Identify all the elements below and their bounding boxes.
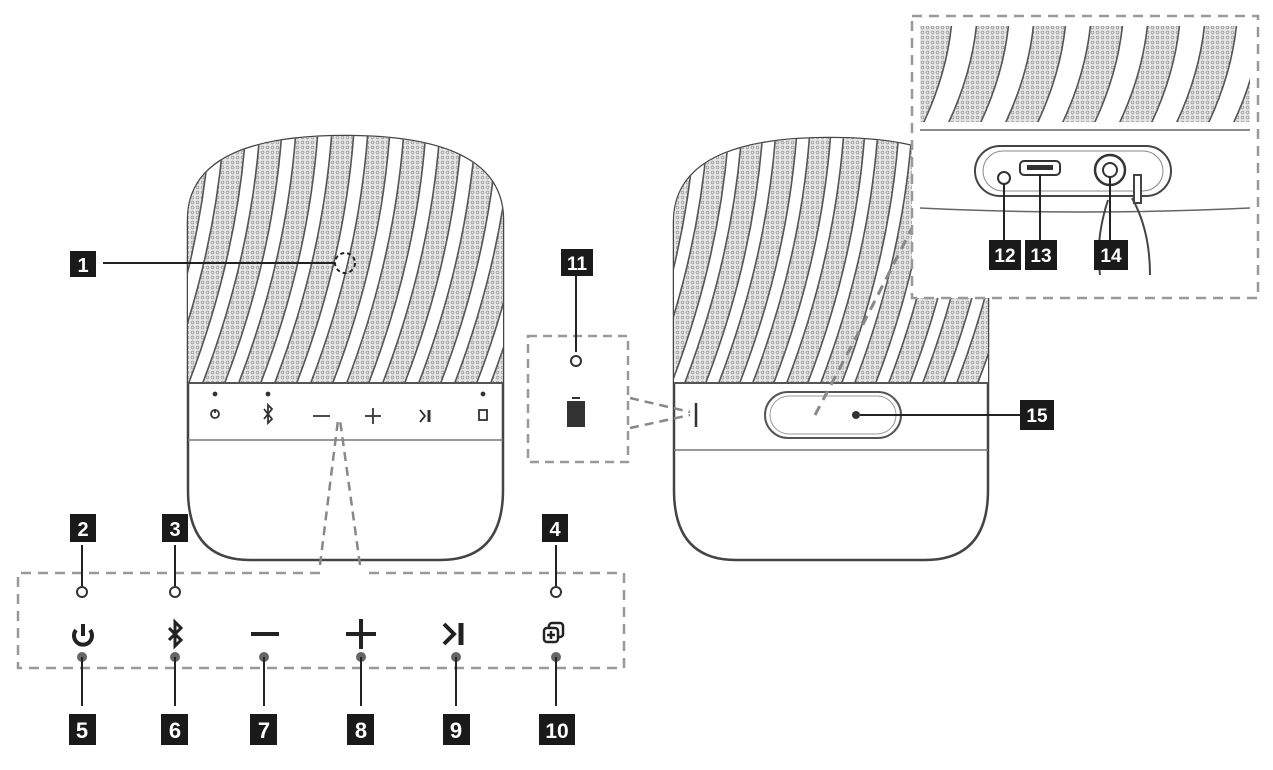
callout-14: 14 [1094, 240, 1128, 270]
callout-5: 5 [69, 714, 96, 745]
callout-9-label: 9 [450, 718, 462, 743]
callout-2: 2 [70, 514, 96, 542]
callout-8-label: 8 [355, 718, 367, 743]
bluetooth-icon [167, 618, 184, 650]
grille-slat [748, 138, 832, 383]
front-speaker-grille [188, 136, 503, 383]
grille-slat [1004, 26, 1067, 122]
multi-speaker-icon [542, 621, 565, 644]
grille-slat [270, 136, 355, 383]
grille-slat [680, 138, 764, 383]
callout-6-label: 6 [169, 718, 181, 743]
callout-8: 8 [347, 714, 374, 745]
grille-slat [816, 138, 900, 383]
grille-slat [674, 138, 730, 383]
callout-7-label: 7 [258, 718, 270, 743]
callout-12-label: 12 [994, 246, 1015, 267]
callout-1: 1 [70, 251, 96, 277]
callout-labels: 1 2 3 4 5 6 7 8 9 10 11 12 13 14 15 [69, 240, 1128, 745]
strip-bluetooth-icon [263, 402, 274, 426]
grille-slat [920, 26, 953, 122]
callout-2-label: 2 [77, 519, 88, 541]
callout-5-label: 5 [76, 718, 88, 743]
strip-play-pause-icon [419, 409, 427, 423]
power-icon [72, 624, 94, 647]
grille-slat [306, 136, 391, 383]
callout-15-label: 15 [1026, 406, 1048, 427]
play-pause-icon [442, 622, 464, 646]
port-plate [974, 145, 1172, 197]
callout-4-label: 4 [549, 519, 561, 541]
grille-slat [947, 26, 1010, 122]
ports-inset [910, 14, 1260, 300]
callout-7: 7 [250, 714, 277, 745]
grille-slat [378, 136, 463, 383]
front-speaker [103, 134, 505, 562]
strip-multi-icon [478, 409, 488, 421]
callout-11: 11 [561, 249, 593, 276]
callout-10: 10 [539, 714, 575, 745]
callout-3: 3 [162, 514, 188, 542]
grille-slat [414, 136, 499, 383]
callout-1-label: 1 [77, 255, 88, 277]
battery-icon [567, 397, 585, 427]
callout-11-label: 11 [567, 254, 588, 275]
led-detail [526, 274, 691, 464]
grille-slat [450, 136, 503, 383]
grille-slat [188, 136, 247, 383]
callout-10-label: 10 [545, 720, 568, 743]
grille-slat [782, 138, 866, 383]
callout-12: 12 [989, 240, 1021, 270]
grille-slat [234, 136, 319, 383]
callout-9: 9 [443, 714, 470, 745]
volume-up-icon [346, 619, 376, 649]
reset-hole [997, 171, 1011, 185]
grille-slat [1175, 26, 1238, 122]
callout-14-label: 14 [1100, 246, 1122, 267]
grille-slat [342, 136, 427, 383]
grille-slat [1232, 77, 1250, 122]
grille-slat [714, 138, 798, 383]
grille-slat [198, 136, 283, 383]
callout-13-label: 13 [1030, 246, 1051, 267]
grille-slat [1061, 26, 1124, 122]
callout-15: 15 [1020, 400, 1054, 430]
front-control-strip [210, 391, 488, 426]
callout-3-label: 3 [169, 519, 180, 541]
callout-6: 6 [161, 714, 188, 745]
button-detail [16, 419, 626, 706]
callout-13: 13 [1025, 240, 1057, 270]
callout-4: 4 [542, 514, 568, 542]
grille-slat [1118, 26, 1181, 122]
